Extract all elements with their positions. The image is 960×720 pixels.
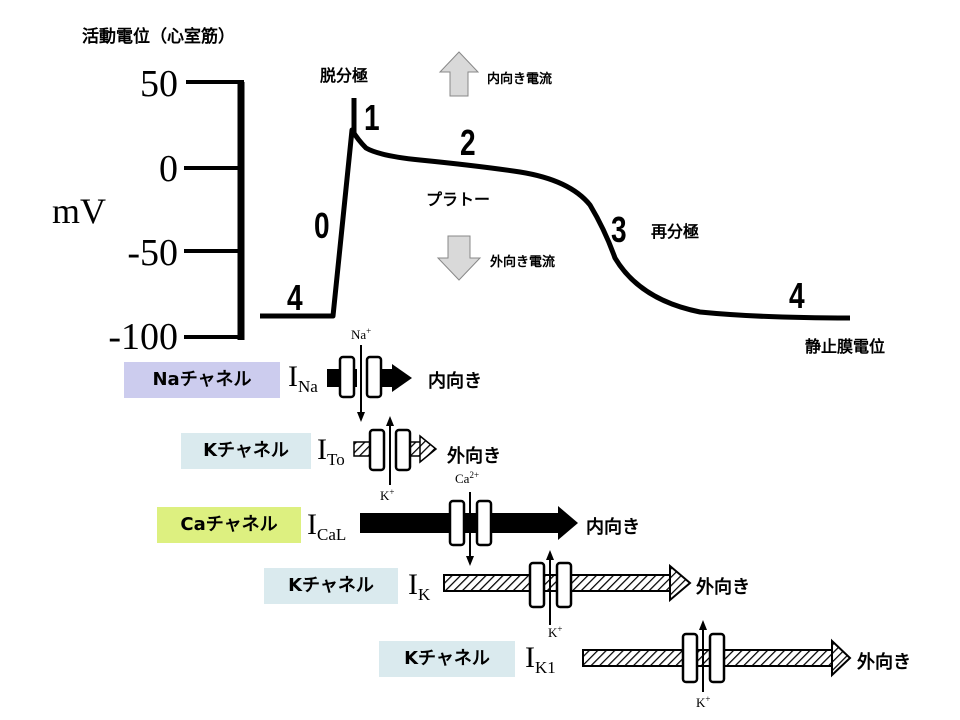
plateau-label: プラトー xyxy=(426,190,491,209)
ion-symbol: Na xyxy=(351,327,367,342)
current-subscript: K xyxy=(418,585,431,604)
ion-ik1: K+ xyxy=(696,694,710,711)
tick-label-minus50: -50 xyxy=(127,232,178,274)
ion-symbol: Ca xyxy=(455,471,470,486)
channel-label-ik: Kチャネル xyxy=(264,568,398,604)
direction-ik1: 外向き xyxy=(857,652,911,673)
ion-symbol: K xyxy=(380,488,390,503)
current-subscript: CaL xyxy=(317,525,347,544)
voltage-axis xyxy=(184,80,245,340)
channel-cal-graphic xyxy=(360,492,578,566)
ion-charge: + xyxy=(366,326,372,336)
direction-kto: 外向き xyxy=(447,446,501,467)
ion-ik: K+ xyxy=(548,624,562,641)
ion-kto: K+ xyxy=(380,487,394,504)
direction-na: 内向き xyxy=(428,371,482,392)
resting-potential-label: 静止膜電位 xyxy=(805,337,886,356)
diagram-title: 活動電位（心室筋） xyxy=(82,27,235,47)
ion-charge: + xyxy=(705,694,711,704)
ion-symbol: K xyxy=(548,625,558,640)
ion-ca: Ca2+ xyxy=(455,470,479,487)
current-subscript: Na xyxy=(298,377,318,396)
outward-current-arrow-icon xyxy=(436,235,482,281)
depolarization-label: 脱分極 xyxy=(320,66,369,85)
phase-0: 0 xyxy=(314,205,330,246)
channel-na-graphic xyxy=(327,345,412,422)
inward-current-label: 内向き電流 xyxy=(487,72,553,87)
current-ik: IK xyxy=(408,568,431,604)
current-symbol: I xyxy=(307,508,317,541)
current-kto: ITo xyxy=(317,433,345,469)
outward-current-label: 外向き電流 xyxy=(490,255,556,270)
phase-1: 1 xyxy=(364,97,380,138)
phase-3: 3 xyxy=(611,209,627,250)
current-ik1: IK1 xyxy=(525,641,556,677)
action-potential-curve xyxy=(260,127,851,321)
axis-unit-label: mV xyxy=(52,191,106,231)
phase-2: 2 xyxy=(460,122,476,163)
phase-4-right: 4 xyxy=(789,275,805,316)
current-subscript: K1 xyxy=(535,658,556,677)
channel-label-na: Naチャネル xyxy=(124,362,280,398)
channel-label-kto: Kチャネル xyxy=(181,433,311,469)
direction-cal: 内向き xyxy=(586,517,640,538)
inward-current-arrow-icon xyxy=(438,51,480,97)
ion-na: Na+ xyxy=(351,326,371,343)
tick-label-0: 0 xyxy=(159,148,178,190)
phase-4-left: 4 xyxy=(287,277,303,318)
current-cal: ICaL xyxy=(307,508,347,544)
channel-label-cal: Caチャネル xyxy=(157,507,301,543)
ion-charge: 2+ xyxy=(469,470,480,480)
current-symbol: I xyxy=(525,641,535,674)
current-symbol: I xyxy=(288,360,298,393)
channel-label-ik1: Kチャネル xyxy=(379,641,515,677)
repolarization-label: 再分極 xyxy=(651,222,700,241)
ion-symbol: K xyxy=(696,695,706,710)
current-symbol: I xyxy=(317,433,327,466)
current-subscript: To xyxy=(327,450,345,469)
channel-ik-graphic xyxy=(443,550,692,625)
ion-charge: + xyxy=(557,624,563,634)
current-symbol: I xyxy=(408,568,418,601)
direction-ik: 外向き xyxy=(696,577,750,598)
tick-label-minus100: -100 xyxy=(108,316,178,358)
ion-charge: + xyxy=(389,487,395,497)
channel-kto-graphic xyxy=(353,416,438,485)
tick-label-50: 50 xyxy=(140,63,178,105)
current-na: INa xyxy=(288,360,318,396)
channel-ik1-graphic xyxy=(582,620,852,692)
